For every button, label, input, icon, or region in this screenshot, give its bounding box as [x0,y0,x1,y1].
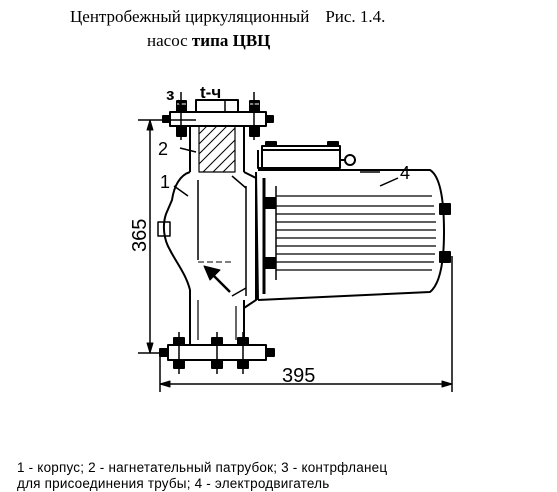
leader-lines [173,99,399,197]
length-dimension [159,256,453,392]
subtitle-text: насос [147,31,188,50]
figure-number: Рис. 1.4. [325,7,386,26]
dimension-365-label: 365 [129,219,151,252]
dimension-395-label: 395 [282,365,315,387]
caption-line-2: для присоединения трубы; 4 - электродвиг… [17,476,330,491]
figure-subtitle: насос типа ЦВЦ [147,31,270,51]
caption-line-1: 1 - корпус; 2 - нагнетательный патрубок;… [17,460,388,475]
suction-pipe [189,290,245,345]
top-flange [162,92,274,140]
bottom-flange [159,332,275,374]
callout-3: з [166,85,174,104]
pump-casing [157,171,257,309]
pump-type: типа ЦВЦ [191,31,271,50]
electric-motor [255,141,451,301]
callout-4: 4 [400,163,410,183]
callout-section: t-ч [200,83,221,102]
figure-title: Центробежный циркуляционный Рис. 1.4. [70,7,385,27]
discharge-pipe [189,99,245,173]
callout-1: 1 [160,172,170,192]
callout-2: 2 [158,139,168,159]
title-text: Центробежный циркуляционный [70,7,310,26]
height-dimension [138,119,196,354]
flow-arrow [203,265,231,293]
